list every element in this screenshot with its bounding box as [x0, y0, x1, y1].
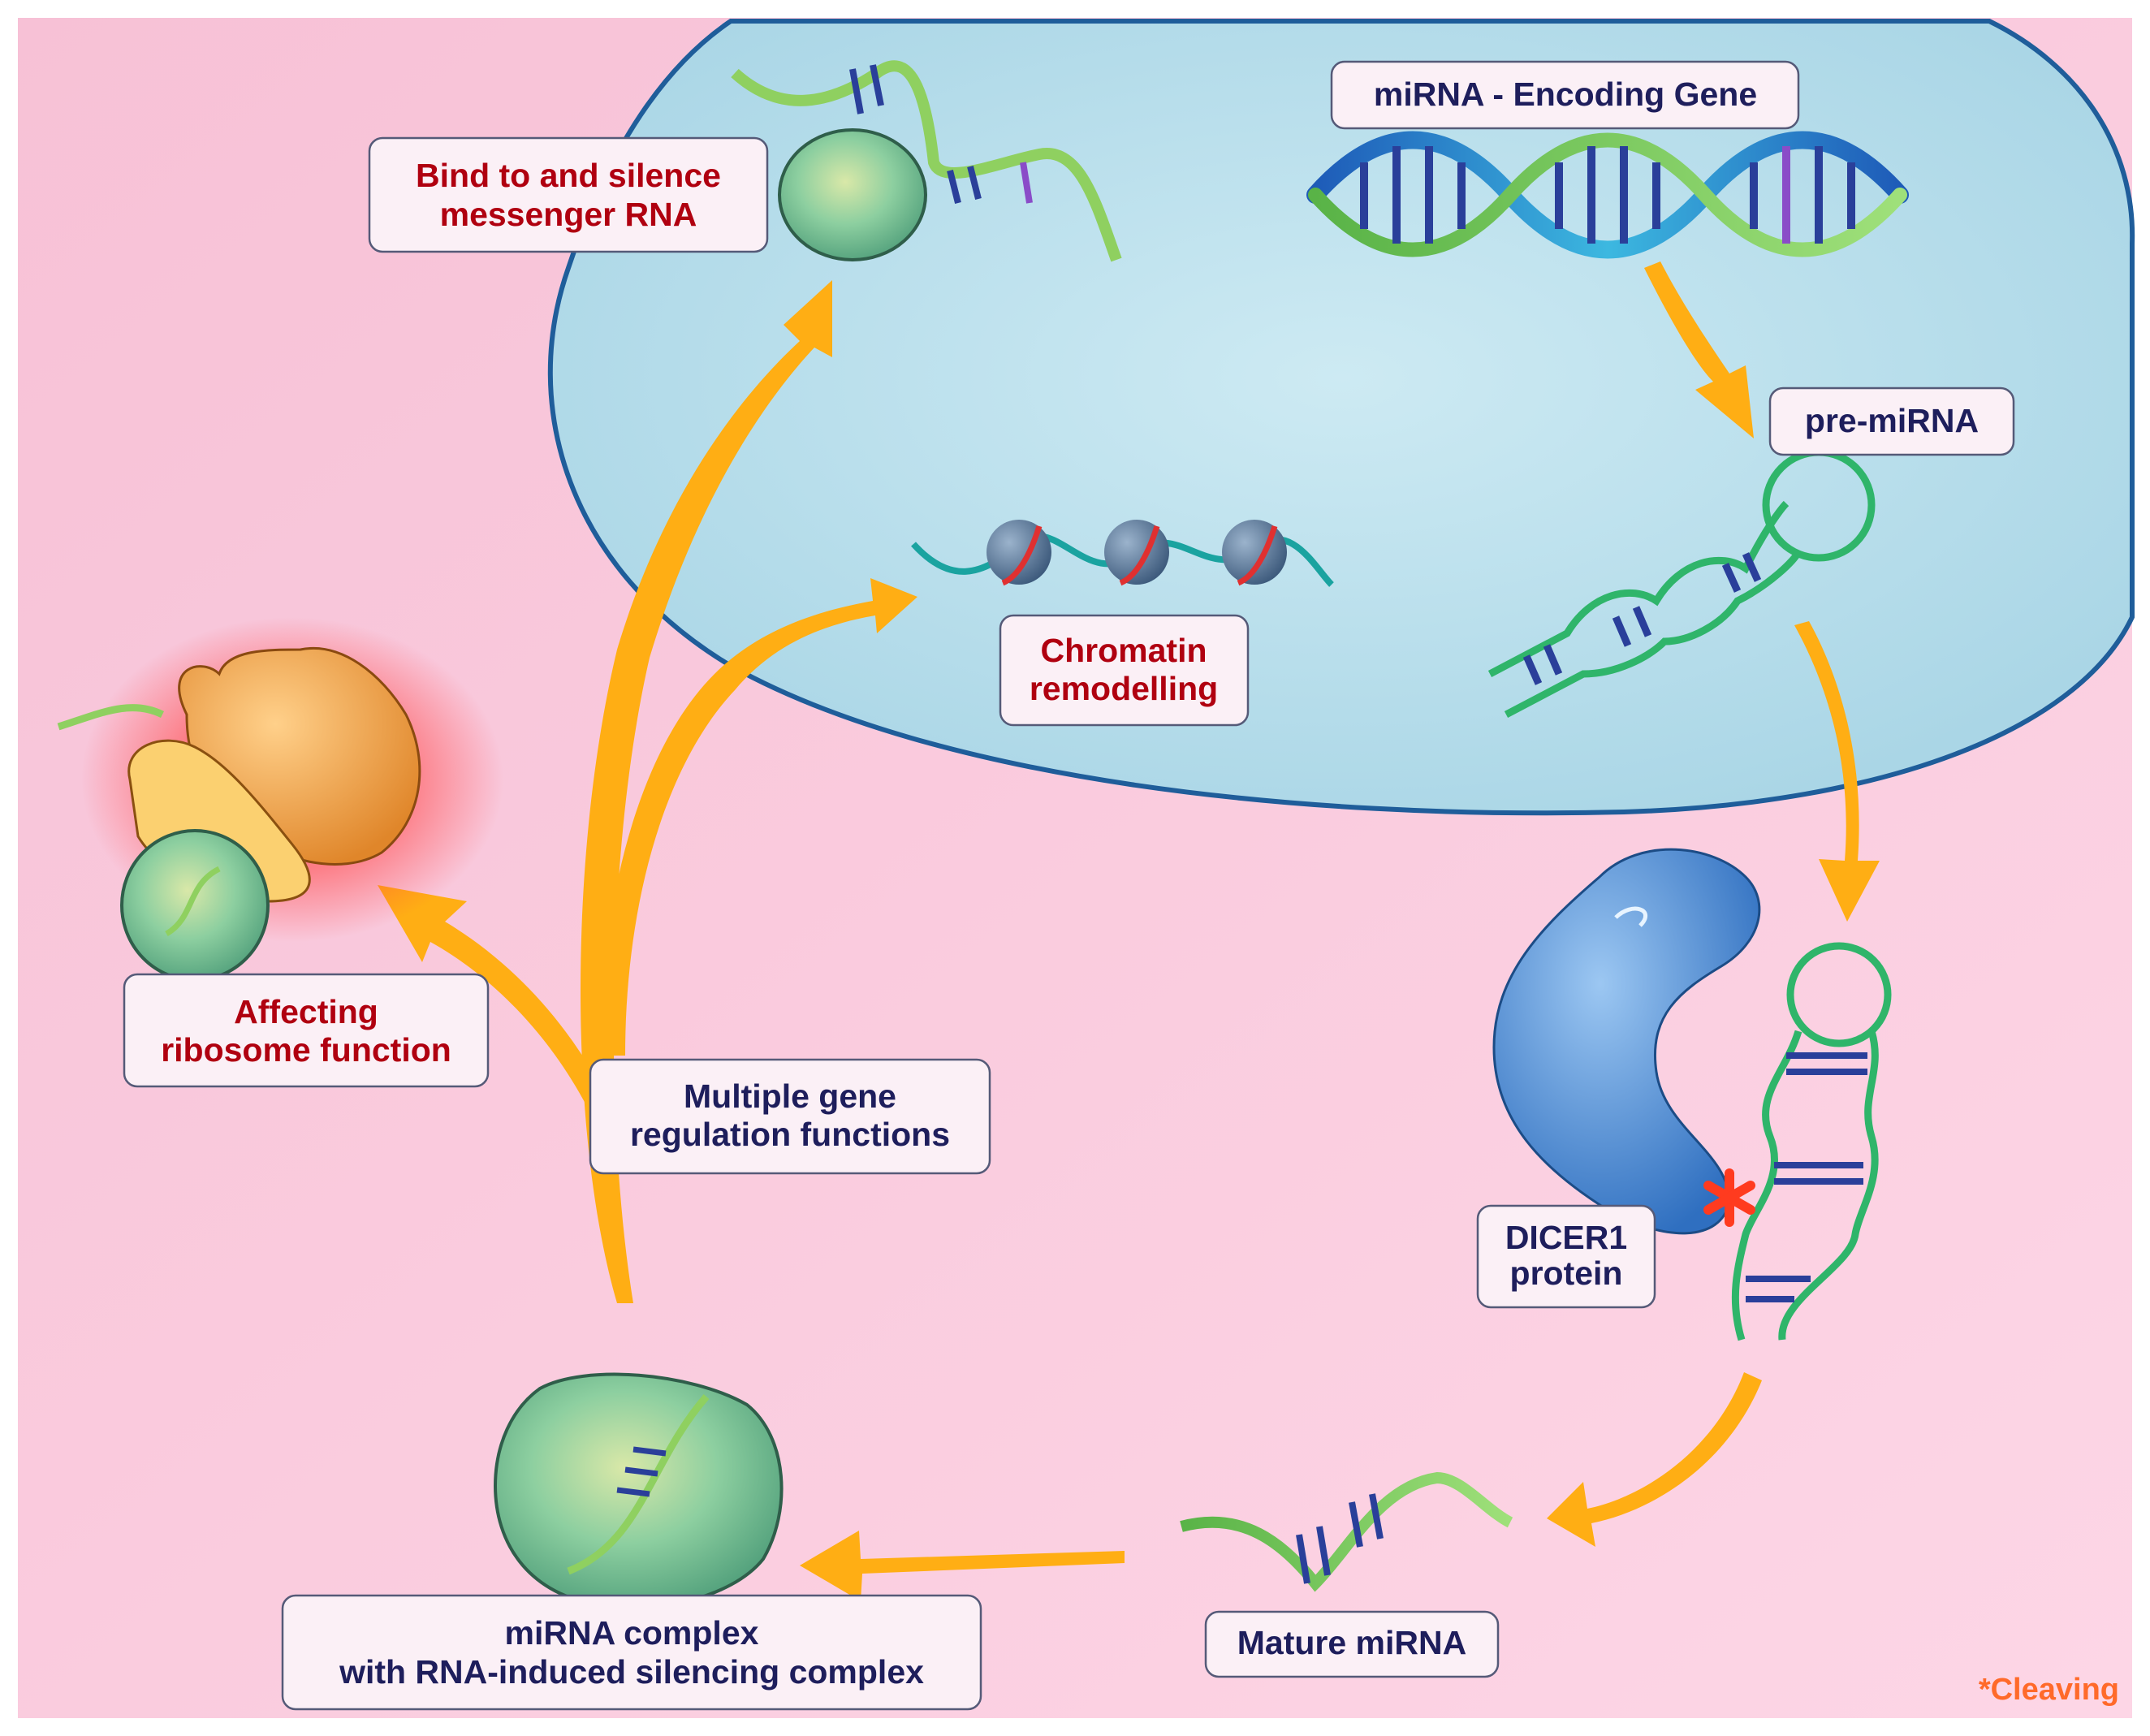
bind-line1: Bind to and silence [416, 157, 721, 194]
pre-mirna-text: pre-miRNA [1805, 402, 1979, 439]
dicer-line2: protein [1510, 1254, 1623, 1292]
affecting-line2: ribosome function [161, 1031, 451, 1069]
risc-complex-icon [493, 1372, 784, 1609]
arrow-gene-to-premirna [1644, 261, 1754, 438]
arrow-premirna-to-dicer [1794, 621, 1880, 922]
label-dicer: DICER1 protein [1476, 1204, 1656, 1309]
label-multiple-gene: Multiple gene regulation functions [589, 1058, 991, 1175]
label-mature: Mature miRNA [1204, 1610, 1500, 1678]
cleave-star-icon [1703, 1168, 1755, 1227]
arrow-trunk-to-bind [581, 280, 832, 1303]
label-affecting-ribosome: Affecting ribosome function [123, 973, 490, 1088]
affecting-line1: Affecting [234, 993, 378, 1030]
label-encoding-gene: miRNA - Encoding Gene [1330, 60, 1800, 130]
mature-text: Mature miRNA [1237, 1624, 1466, 1661]
dicer-protein-icon [1492, 848, 1761, 1235]
chromatin-line1: Chromatin [1041, 632, 1207, 669]
chromatin-line2: remodelling [1030, 670, 1218, 707]
label-chromatin: Chromatin remodelling [999, 614, 1250, 727]
multiple-line1: Multiple gene [684, 1077, 896, 1115]
hairpin-rna-dicer-icon [1731, 942, 1892, 1341]
dicer-line1: DICER1 [1505, 1219, 1627, 1256]
complex-line2: with RNA-induced silencing complex [339, 1653, 924, 1691]
dna-helix-icon [1306, 131, 1909, 259]
risc-mrna-complex-icon [731, 60, 1122, 262]
label-bind-silence: Bind to and silence messenger RNA [368, 136, 769, 253]
nucleosome-icon [911, 520, 1334, 587]
bind-line2: messenger RNA [440, 196, 697, 233]
arrow-mature-to-complex [800, 1531, 1125, 1601]
complex-line1: miRNA complex [505, 1614, 759, 1652]
mature-mirna-icon [1180, 1471, 1513, 1592]
encoding-gene-text: miRNA - Encoding Gene [1374, 76, 1757, 113]
hairpin-rna-icon [1487, 448, 1876, 718]
label-risc-complex: miRNA complex with RNA-induced silencing… [281, 1594, 982, 1711]
arrow-dicer-to-mature [1547, 1372, 1762, 1547]
cleaving-note: *Cleaving [1979, 1673, 2119, 1707]
multiple-line2: regulation functions [630, 1116, 950, 1153]
label-pre-mirna: pre-miRNA [1768, 386, 2015, 456]
ribosome-icon [57, 617, 503, 982]
